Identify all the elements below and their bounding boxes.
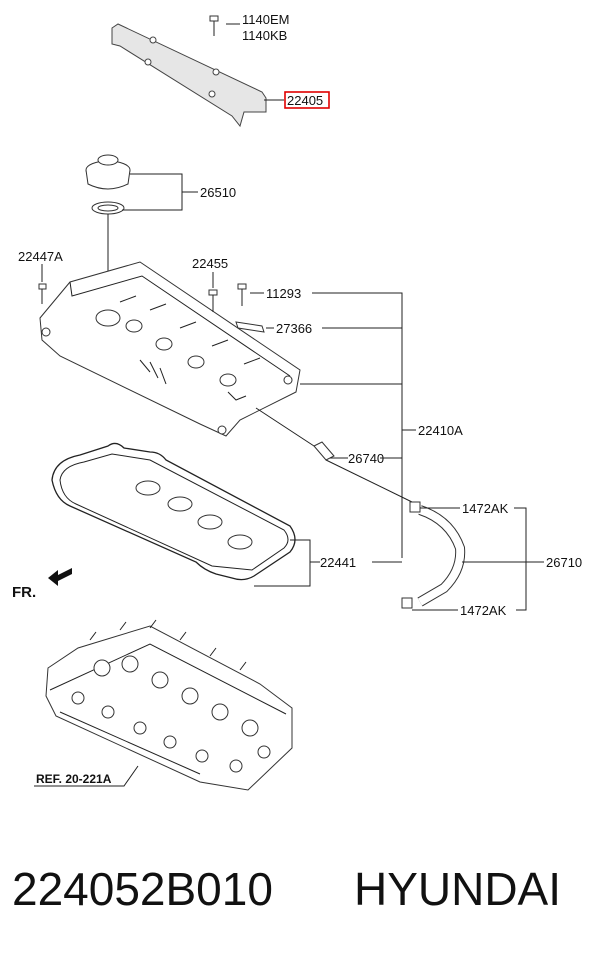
front-direction-arrow bbox=[48, 568, 72, 586]
bracket-27366 bbox=[235, 321, 265, 333]
label-1472ak-bottom: 1472AK bbox=[460, 603, 507, 618]
highlight-22405-box bbox=[284, 91, 330, 109]
footer-bar: 224052B010 HYUNDAI bbox=[0, 862, 600, 932]
brand-name: HYUNDAI bbox=[354, 863, 562, 915]
label-22441: 22441 bbox=[320, 555, 356, 570]
parts-diagram: 1140EM 1140KB 22405 26510 22447A 2245 bbox=[12, 12, 582, 791]
oil-filler-cap bbox=[85, 154, 131, 215]
label-fr: FR. bbox=[12, 584, 36, 601]
valve-cover-gasket bbox=[51, 442, 296, 581]
label-22447a: 22447A bbox=[18, 249, 63, 264]
label-22410a: 22410A bbox=[418, 423, 463, 438]
bolt-11293 bbox=[237, 283, 247, 306]
bolt-22455 bbox=[208, 289, 218, 312]
label-26710: 26710 bbox=[546, 555, 582, 570]
cylinder-head bbox=[45, 619, 293, 791]
label-1140em: 1140EM bbox=[242, 12, 289, 27]
label-27366: 27366 bbox=[276, 321, 312, 336]
label-11293: 11293 bbox=[266, 286, 301, 301]
label-1472ak-top: 1472AK bbox=[462, 501, 509, 516]
breather-hose-26710 bbox=[401, 501, 466, 609]
bolt-22447a bbox=[38, 283, 47, 304]
label-ref-cylinder-head: REF. 20-221A bbox=[36, 772, 112, 786]
label-22405[interactable]: 22405 bbox=[287, 93, 323, 108]
pcv-valve-26740 bbox=[313, 441, 335, 461]
label-1140kb: 1140KB bbox=[242, 28, 287, 43]
label-26510: 26510 bbox=[200, 185, 236, 200]
label-26740: 26740 bbox=[348, 451, 384, 466]
engine-cover-plate bbox=[111, 15, 267, 128]
valve-cover bbox=[39, 261, 301, 437]
part-number: 224052B010 bbox=[12, 863, 273, 915]
label-22455: 22455 bbox=[192, 256, 228, 271]
